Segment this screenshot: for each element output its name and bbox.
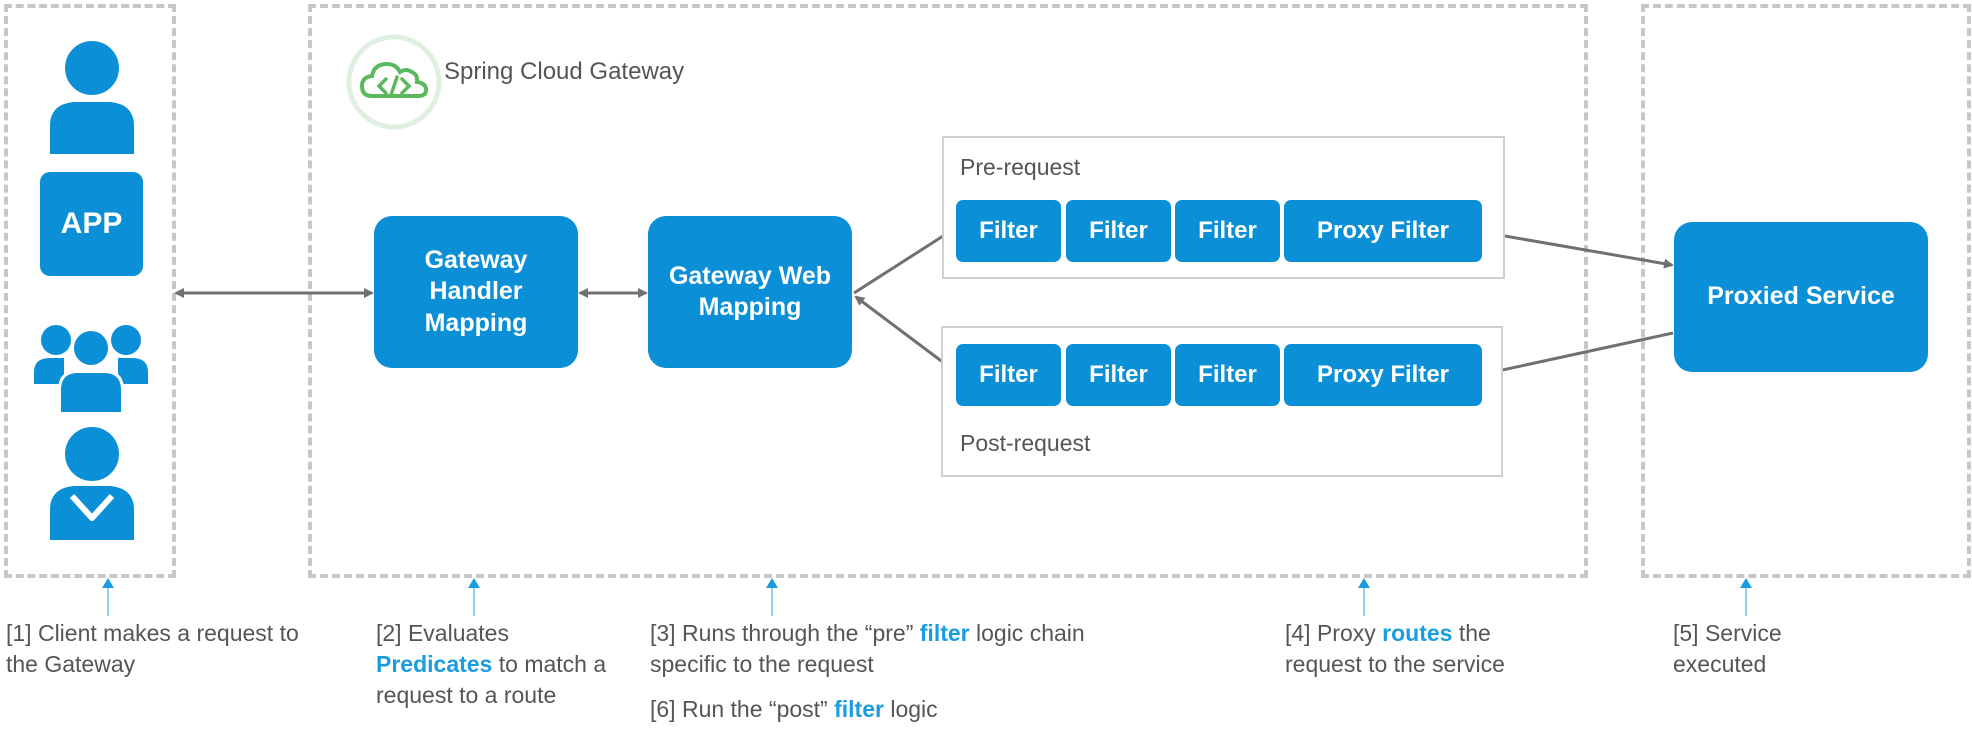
post-filter-3: Filter — [1175, 344, 1280, 406]
caption-3-after: logic chain specific to the request — [650, 620, 1085, 677]
caption-3-highlight: filter — [919, 620, 970, 646]
pre-filter-1: Filter — [956, 200, 1061, 262]
caption-3-before: [3] Runs through the “pre” — [650, 620, 920, 646]
caption-2: [2] Evaluates Predicates to match a requ… — [376, 618, 616, 711]
pre-filter-2: Filter — [1066, 200, 1171, 262]
pointer-head-4 — [1358, 578, 1370, 588]
pre-request-label: Pre-request — [960, 154, 1081, 180]
caption-4-after: the request to the service — [1285, 620, 1505, 677]
service-region — [1641, 4, 1971, 578]
pointer-head-3 — [766, 578, 778, 588]
pointer-head-2 — [468, 578, 480, 588]
app-label: APP — [60, 207, 123, 240]
app-icon: APP — [40, 172, 143, 276]
web-to-pre-connector — [853, 227, 956, 295]
caption-6-after: logic — [883, 696, 938, 722]
pre-to-service-connector — [1481, 230, 1674, 269]
gateway-title: Spring Cloud Gateway — [444, 58, 685, 85]
pointer-head-1 — [102, 578, 114, 588]
gateway-handler-mapping-node: Gateway Handler Mapping — [374, 216, 578, 368]
code-cloud-icon — [346, 34, 442, 130]
gateway-web-mapping-node: Gateway Web Mapping — [648, 216, 852, 368]
caption-6-highlight: filter — [834, 696, 884, 722]
group-icon — [34, 320, 148, 412]
employee-icon — [44, 424, 140, 540]
caption-6: [6] Run the “post” filter logic — [650, 694, 1130, 725]
caption-6-before: [6] Run the “post” — [650, 696, 835, 722]
caption-5: [5] Service executed — [1673, 620, 1782, 677]
pointer-head-5 — [1740, 578, 1752, 588]
post-filter-1: Filter — [956, 344, 1061, 406]
pointer-3 — [771, 586, 773, 616]
user-icon — [44, 38, 140, 154]
pointer-2 — [473, 586, 475, 616]
pre-proxy-filter: Proxy Filter — [1284, 200, 1482, 262]
caption-4: [4] Proxy routes the request to the serv… — [1285, 618, 1535, 680]
pre-filter-3: Filter — [1175, 200, 1280, 262]
post-request-label: Post-request — [960, 430, 1091, 456]
pointer-1 — [107, 586, 109, 616]
post-filter-2: Filter — [1066, 344, 1171, 406]
caption-2-highlight: Predicates — [376, 651, 493, 677]
caption-2-after: to match a request to a route — [376, 651, 607, 708]
caption-2-before: [2] Evaluates — [376, 620, 509, 646]
caption-4-before: [4] Proxy — [1285, 620, 1383, 646]
pointer-5 — [1745, 586, 1747, 616]
caption-1: [1] Client makes a request to the Gatewa… — [6, 620, 299, 677]
pointer-4 — [1363, 586, 1365, 616]
service-to-post-connector — [1482, 331, 1674, 378]
caption-3: [3] Runs through the “pre” filter logic … — [650, 618, 1130, 680]
post-to-web-connector — [854, 295, 957, 374]
post-proxy-filter: Proxy Filter — [1284, 344, 1482, 406]
proxied-service-node: Proxied Service — [1674, 222, 1928, 372]
caption-4-highlight: routes — [1382, 620, 1453, 646]
